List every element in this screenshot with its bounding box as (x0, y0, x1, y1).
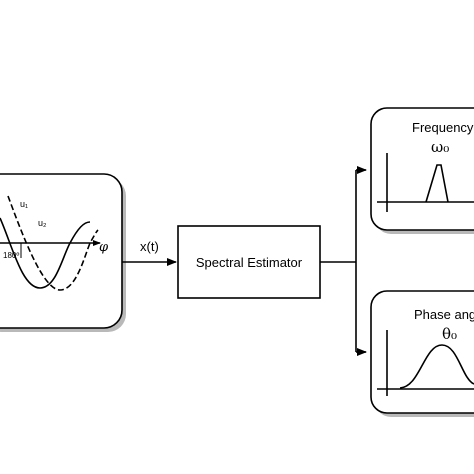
signal-panel: u₁ u₂ 180º φ (0, 173, 126, 332)
curve-u1-label: u₁ (20, 199, 28, 209)
phase-peak (399, 344, 474, 389)
spectral-estimator-label: Spectral Estimator (196, 255, 303, 270)
phase-shift-label: 180º (3, 251, 19, 260)
input-signal-label: x(t) (140, 239, 159, 254)
frequency-title: Frequency (412, 120, 474, 135)
phase-angle-title: Phase angle (414, 307, 474, 322)
frequency-peak (425, 164, 449, 203)
output-splitter (320, 166, 367, 356)
curve-u2 (7, 195, 99, 291)
phi-axis-label: φ (99, 240, 109, 255)
spectral-estimator-block: Spectral Estimator (177, 225, 321, 299)
frequency-panel: Frequency ω₀ (370, 107, 474, 234)
theta-symbol: θ₀ (442, 325, 457, 343)
curve-u2-label: u₂ (38, 218, 47, 228)
signal-plot (0, 195, 101, 291)
phase-angle-panel: Phase angle θ₀ (370, 290, 474, 417)
omega-symbol: ω₀ (431, 138, 449, 156)
curve-u1 (0, 217, 91, 289)
